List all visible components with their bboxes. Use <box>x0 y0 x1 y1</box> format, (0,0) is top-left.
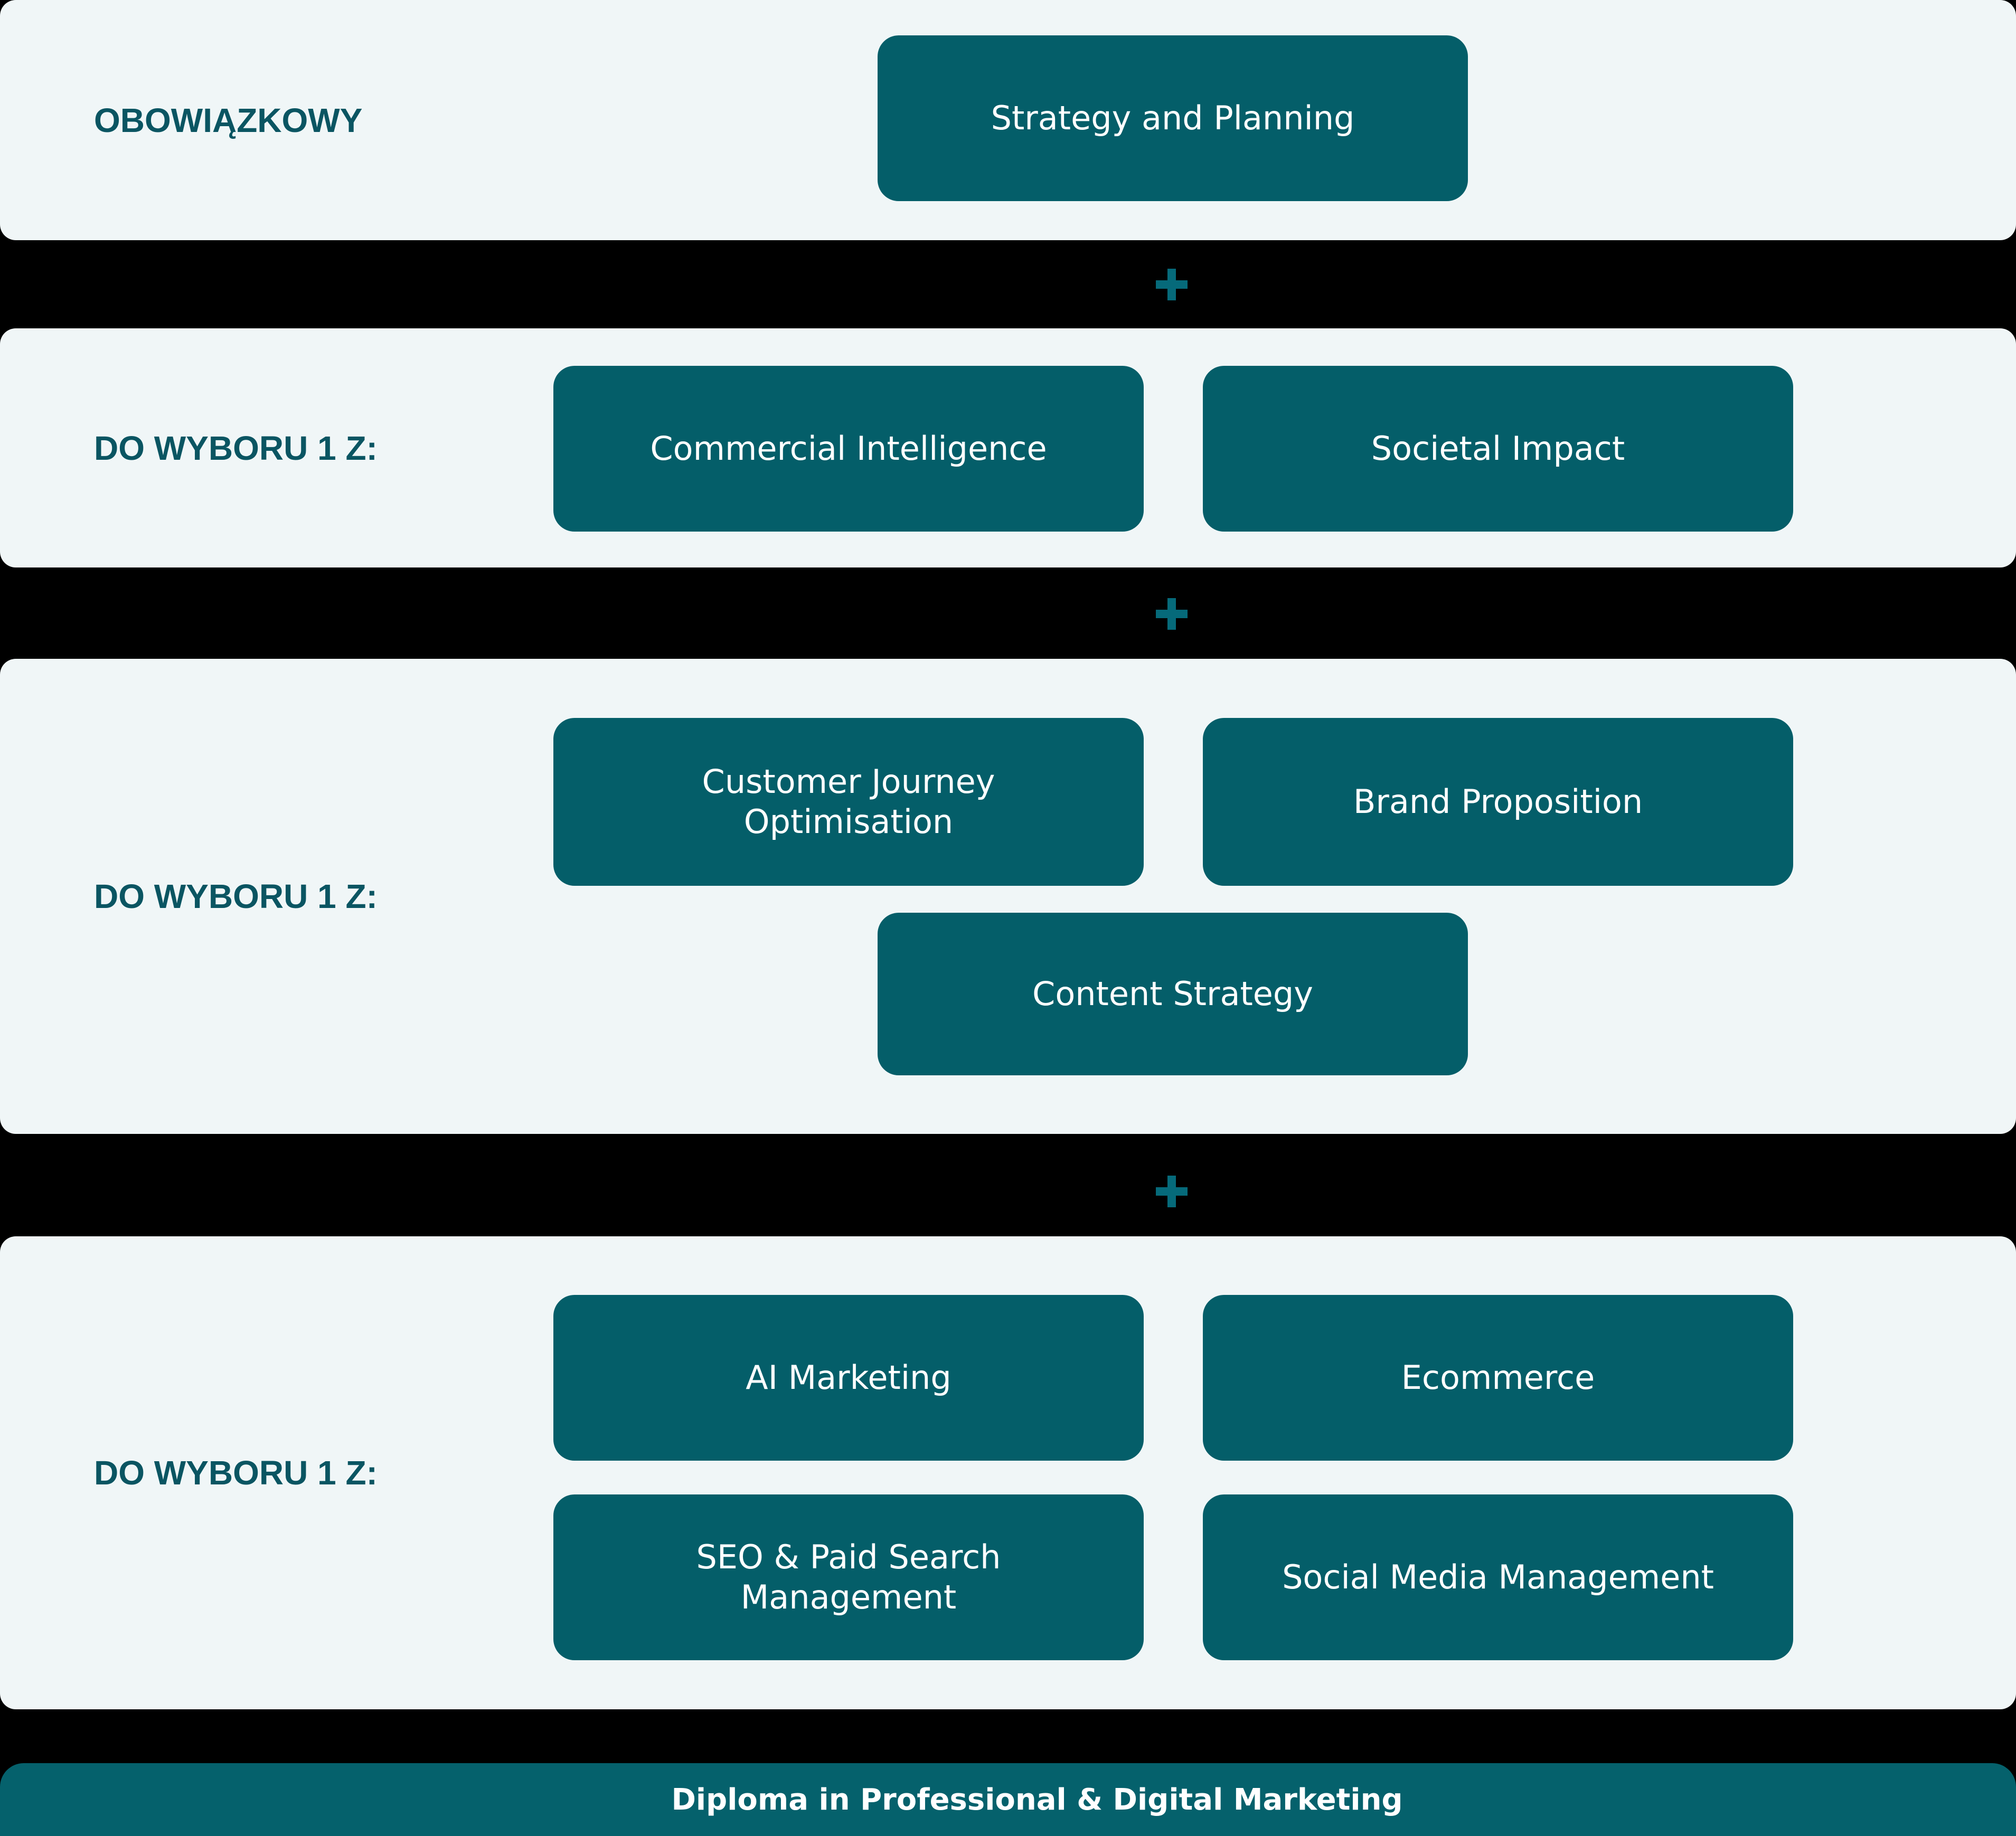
diploma-banner-title: Diploma in Professional & Digital Market… <box>671 1782 1403 1817</box>
module-button-seo-paid-search-management[interactable]: SEO & Paid Search Management <box>553 1494 1144 1660</box>
plus-icon <box>1156 1176 1188 1207</box>
plus-icon <box>1156 598 1188 630</box>
section-mandatory-label: OBOWIĄZKOWY <box>94 101 363 139</box>
module-button-customer-journey-optimisation[interactable]: Customer Journey Optimisation <box>553 718 1144 886</box>
diploma-banner: Diploma in Professional & Digital Market… <box>0 1763 2016 1836</box>
section-choice-1-label: DO WYBORU 1 Z: <box>94 429 378 467</box>
module-button-societal-impact[interactable]: Societal Impact <box>1203 366 1793 532</box>
module-button-ai-marketing[interactable]: AI Marketing <box>553 1295 1144 1461</box>
section-choice-1: DO WYBORU 1 Z: Commercial Intelligence S… <box>0 328 2016 567</box>
module-button-ecommerce[interactable]: Ecommerce <box>1203 1295 1793 1461</box>
section-choice-2-label: DO WYBORU 1 Z: <box>94 877 378 915</box>
module-button-brand-proposition[interactable]: Brand Proposition <box>1203 718 1793 886</box>
module-button-social-media-management[interactable]: Social Media Management <box>1203 1494 1793 1660</box>
module-button-commercial-intelligence[interactable]: Commercial Intelligence <box>553 366 1144 532</box>
section-choice-3: DO WYBORU 1 Z: AI Marketing Ecommerce SE… <box>0 1236 2016 1709</box>
module-button-strategy-and-planning[interactable]: Strategy and Planning <box>878 35 1468 201</box>
section-choice-3-label: DO WYBORU 1 Z: <box>94 1454 378 1492</box>
module-button-content-strategy[interactable]: Content Strategy <box>878 913 1468 1075</box>
section-mandatory: OBOWIĄZKOWY Strategy and Planning <box>0 0 2016 240</box>
section-choice-2: DO WYBORU 1 Z: Customer Journey Optimisa… <box>0 659 2016 1134</box>
plus-icon <box>1156 269 1188 300</box>
